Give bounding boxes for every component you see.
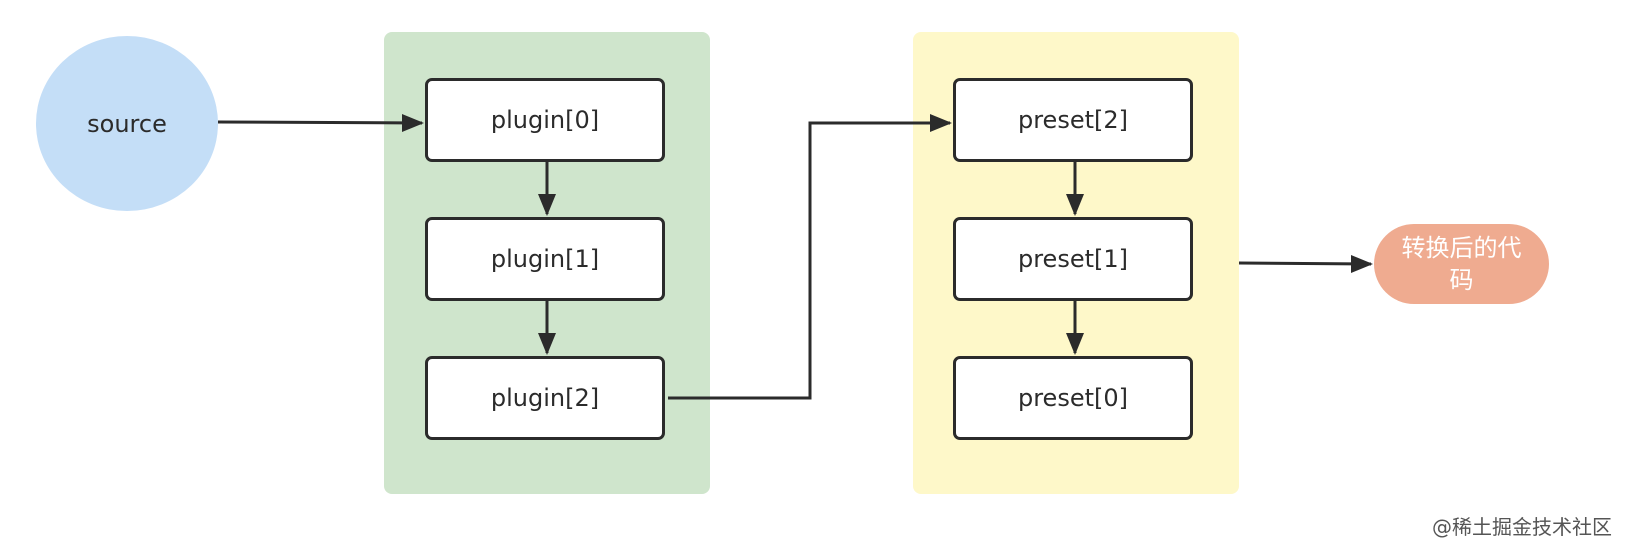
arrowhead-to-output — [1351, 255, 1373, 273]
source-label: source — [87, 109, 167, 138]
output-label: 转换后的代码 — [1401, 234, 1522, 294]
preset-0-label: preset[0] — [1017, 384, 1128, 412]
arrow-presets-to-output — [1238, 261, 1372, 266]
arrowhead-preset-2-to-1 — [1066, 194, 1084, 216]
arrowhead-plugin-0-to-1 — [538, 194, 556, 216]
plugin-2-label: plugin[2] — [490, 384, 600, 412]
plugin-2-box: plugin[2] — [425, 356, 665, 440]
output-node: 转换后的代码 — [1374, 224, 1549, 304]
source-node: source — [36, 36, 218, 211]
preset-1-label: preset[1] — [1017, 245, 1128, 273]
arrowhead-source-to-plugin — [402, 114, 424, 132]
plugin-0-label: plugin[0] — [490, 106, 600, 134]
plugin-0-box: plugin[0] — [425, 78, 665, 162]
preset-1-box: preset[1] — [953, 217, 1193, 301]
arrowhead-preset-1-to-0 — [1066, 333, 1084, 355]
arrowhead-plugin-1-to-2 — [538, 333, 556, 355]
preset-2-box: preset[2] — [953, 78, 1193, 162]
arrow-source-to-plugin-0 — [217, 120, 423, 125]
preset-0-box: preset[0] — [953, 356, 1193, 440]
preset-2-label: preset[2] — [1017, 106, 1128, 134]
arrowhead-plugin-to-preset — [930, 114, 952, 132]
arrow-plugin-2-to-preset-2 — [668, 121, 950, 400]
plugin-1-label: plugin[1] — [490, 245, 600, 273]
watermark: @稀土掘金技术社区 — [1432, 515, 1612, 539]
plugin-1-box: plugin[1] — [425, 217, 665, 301]
